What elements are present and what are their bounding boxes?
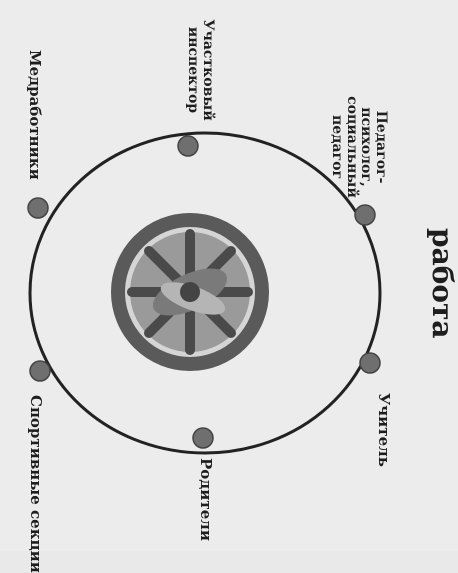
- node-medics: [28, 198, 48, 218]
- node-teacher: [360, 353, 380, 373]
- label-psychologist: Педагог-психолог, социальный педагог: [329, 72, 388, 222]
- node-inspector: [178, 136, 198, 156]
- label-sports: Спортивные секции: [27, 395, 43, 573]
- label-medics: Медработники: [26, 50, 42, 180]
- diagram-title: работа: [428, 228, 457, 339]
- node-sports: [30, 361, 50, 381]
- label-teacher: Учитель: [375, 393, 391, 467]
- label-parents: Родители: [197, 458, 213, 541]
- diagram-graphics: [0, 0, 458, 551]
- wheel-with-hands-icon: [112, 214, 268, 370]
- node-parents: [193, 428, 213, 448]
- label-inspector: Участковый инспектор: [186, 5, 215, 135]
- diagram-canvas: работа Педагог-психолог, социальный педа…: [0, 0, 458, 551]
